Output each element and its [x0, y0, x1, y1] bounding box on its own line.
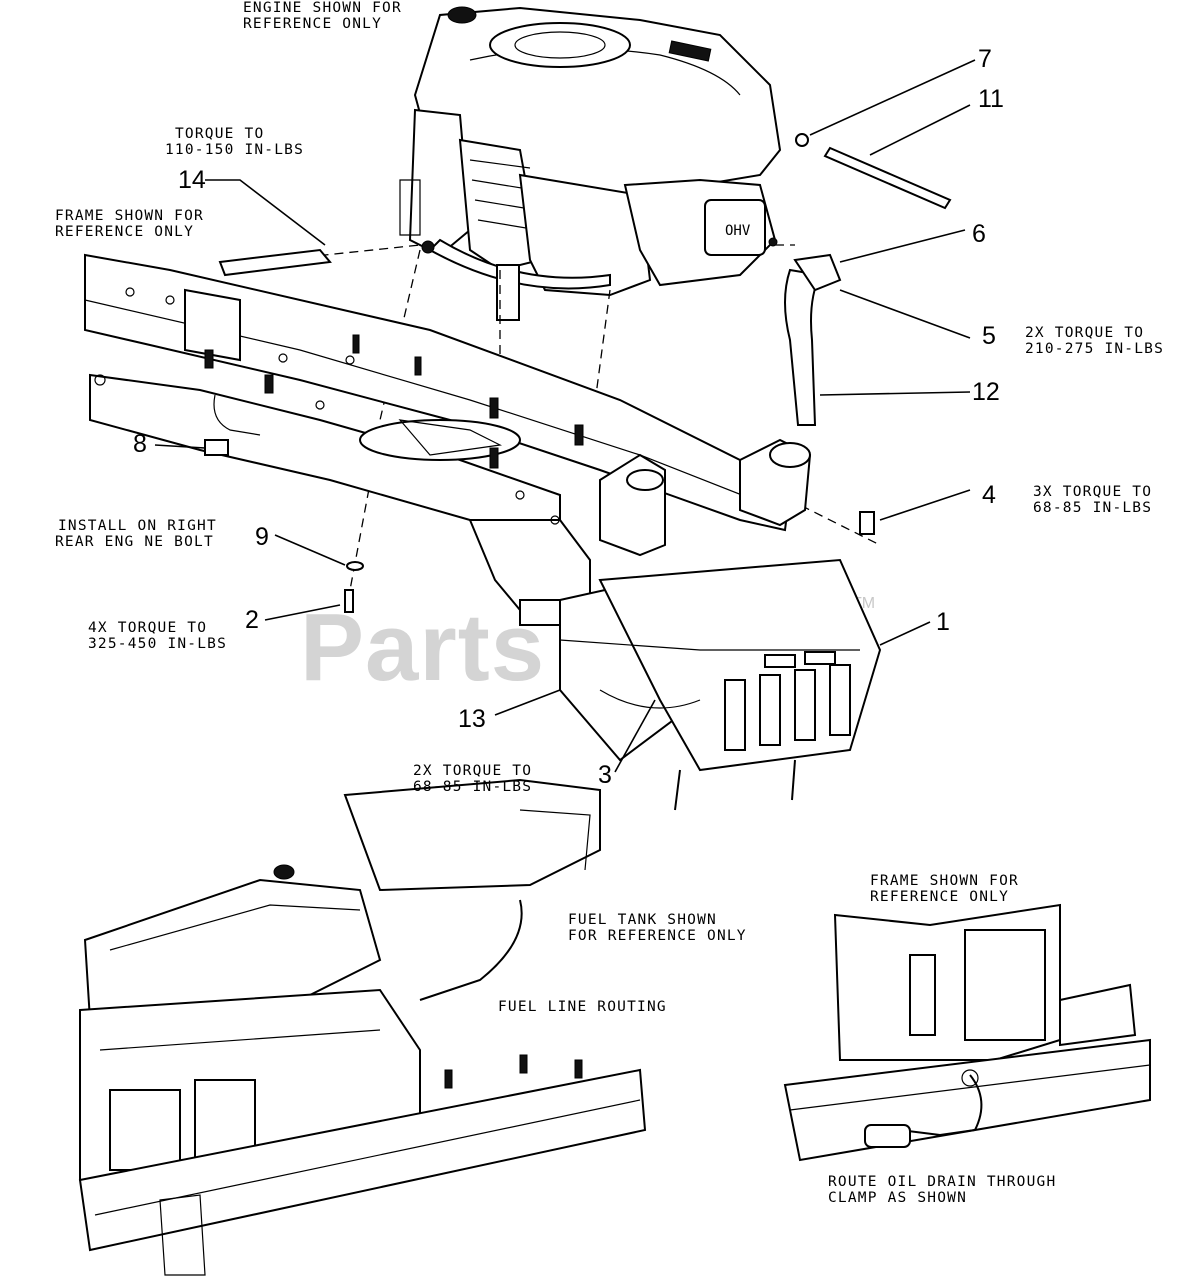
note-torque-4-1: 3X TORQUE TO — [1033, 484, 1152, 500]
svg-text:OHV: OHV — [725, 223, 751, 239]
engine-illustration: OHV — [399, 6, 782, 321]
mounting-brackets — [599, 438, 812, 557]
note-torque-2-2: 325-450 IN-LBS — [88, 636, 227, 652]
callout-numbers: 7 11 6 5 12 4 1 14 8 9 2 13 3 — [133, 45, 1004, 789]
part-8-clamp — [204, 439, 229, 456]
note-frame-ref-bottom-1: FRAME SHOWN FOR — [870, 873, 1019, 889]
part-7-clip — [795, 133, 809, 147]
note-torque-14-1: TORQUE TO — [175, 126, 264, 142]
part-14-bolt — [218, 248, 332, 277]
note-frame-ref-top-1: FRAME SHOWN FOR — [55, 208, 204, 224]
callout-5[interactable]: 5 — [982, 322, 996, 350]
exhaust-pipe — [768, 237, 842, 426]
note-oil-drain-1: ROUTE OIL DRAIN THROUGH — [828, 1174, 1056, 1190]
note-fuel-tank-ref-1: FUEL TANK SHOWN — [568, 912, 717, 928]
part-2-bolt — [344, 589, 354, 613]
leader-lines — [154, 59, 976, 773]
hardware-parts — [204, 133, 952, 613]
callout-14[interactable]: 14 — [178, 166, 206, 194]
part-9-washer — [346, 561, 364, 571]
callout-7[interactable]: 7 — [978, 45, 992, 73]
callout-11[interactable]: 11 — [978, 85, 1004, 113]
note-install-9-2: REAR ENG NE BOLT — [55, 534, 214, 550]
note-torque-4-2: 68-85 IN-LBS — [1033, 500, 1152, 516]
callout-1[interactable]: 1 — [936, 608, 950, 636]
annotations: ENGINE SHOWN FOR REFERENCE ONLY TORQUE T… — [55, 0, 1164, 1206]
callout-3[interactable]: 3 — [598, 761, 612, 789]
callout-9[interactable]: 9 — [255, 523, 269, 551]
note-torque-2-1: 4X TORQUE TO — [88, 620, 207, 636]
part-11-rod — [823, 146, 952, 210]
callout-8[interactable]: 8 — [133, 430, 147, 458]
note-fuel-tank-ref-2: FOR REFERENCE ONLY — [568, 928, 747, 944]
part-4-screw — [859, 511, 875, 535]
note-engine-ref-1: ENGINE SHOWN FOR — [243, 0, 402, 16]
oil-drain-routing-illustration — [783, 903, 1151, 1162]
note-oil-drain-2: CLAMP AS SHOWN — [828, 1190, 967, 1206]
note-install-9-1: INSTALL ON RIGHT — [58, 518, 217, 534]
callout-2[interactable]: 2 — [245, 606, 259, 634]
callout-13[interactable]: 13 — [458, 705, 486, 733]
note-torque-3-2: 68-85 IN-LBS — [413, 779, 532, 795]
note-frame-ref-bottom-2: REFERENCE ONLY — [870, 889, 1009, 905]
note-torque-3-1: 2X TORQUE TO — [413, 763, 532, 779]
callout-4[interactable]: 4 — [982, 481, 996, 509]
note-torque-5-2: 210-275 IN-LBS — [1025, 341, 1164, 357]
frame-illustration — [84, 253, 792, 626]
note-fuel-line-routing: FUEL LINE ROUTING — [498, 999, 667, 1015]
note-engine-ref-2: REFERENCE ONLY — [243, 16, 382, 32]
muffler-assembly — [559, 558, 882, 811]
note-frame-ref-top-2: REFERENCE ONLY — [55, 224, 194, 240]
fuel-line-routing-illustration — [78, 778, 647, 1276]
callout-6[interactable]: 6 — [972, 220, 986, 248]
note-torque-5-1: 2X TORQUE TO — [1025, 325, 1144, 341]
callout-12[interactable]: 12 — [972, 378, 1000, 406]
note-torque-14-2: 110-150 IN-LBS — [165, 142, 304, 158]
